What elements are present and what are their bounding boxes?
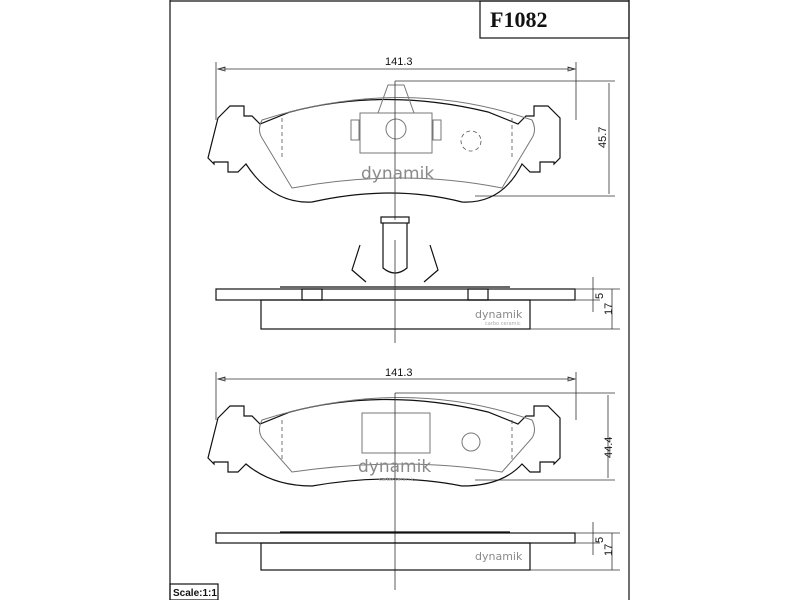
- backplate: [215, 288, 576, 301]
- top-height-label: 45.7: [597, 127, 609, 148]
- side-view-2: dynamik 5 17: [215, 522, 620, 571]
- bottom-height-label: 44.4: [603, 437, 615, 458]
- svg-text:carbo ceramic: carbo ceramic: [485, 321, 521, 327]
- side2-total-label: 17: [603, 544, 615, 556]
- scale-label: Scale:1:1: [173, 588, 217, 599]
- svg-text:dynamik: dynamik: [475, 308, 523, 321]
- scale-box: [169, 583, 219, 600]
- side1-backplate-label: 5: [594, 293, 606, 299]
- svg-text:dynamik: dynamik: [475, 550, 523, 563]
- bottom-pad-view: 141.3 44.4 dynamik carbo ceramic: [207, 367, 615, 590]
- top-pad-view: 141.3 45.7 dynamik: [207, 56, 615, 220]
- top-width-label: 141.3: [385, 56, 413, 68]
- friction-material: [260, 299, 531, 330]
- watermark-tagline: carbo ceramic: [379, 477, 415, 483]
- bottom-width-label: 141.3: [385, 367, 413, 379]
- part-number: F1082: [490, 7, 547, 32]
- side1-total-label: 17: [603, 303, 615, 315]
- side2-backplate-label: 5: [594, 537, 606, 543]
- svg-text:dynamik: dynamik: [358, 457, 431, 477]
- title-box: [479, 0, 630, 39]
- watermark-brand: dynamik: [361, 164, 434, 184]
- side-view-1: dynamik carbo ceramic 5 17: [215, 216, 620, 343]
